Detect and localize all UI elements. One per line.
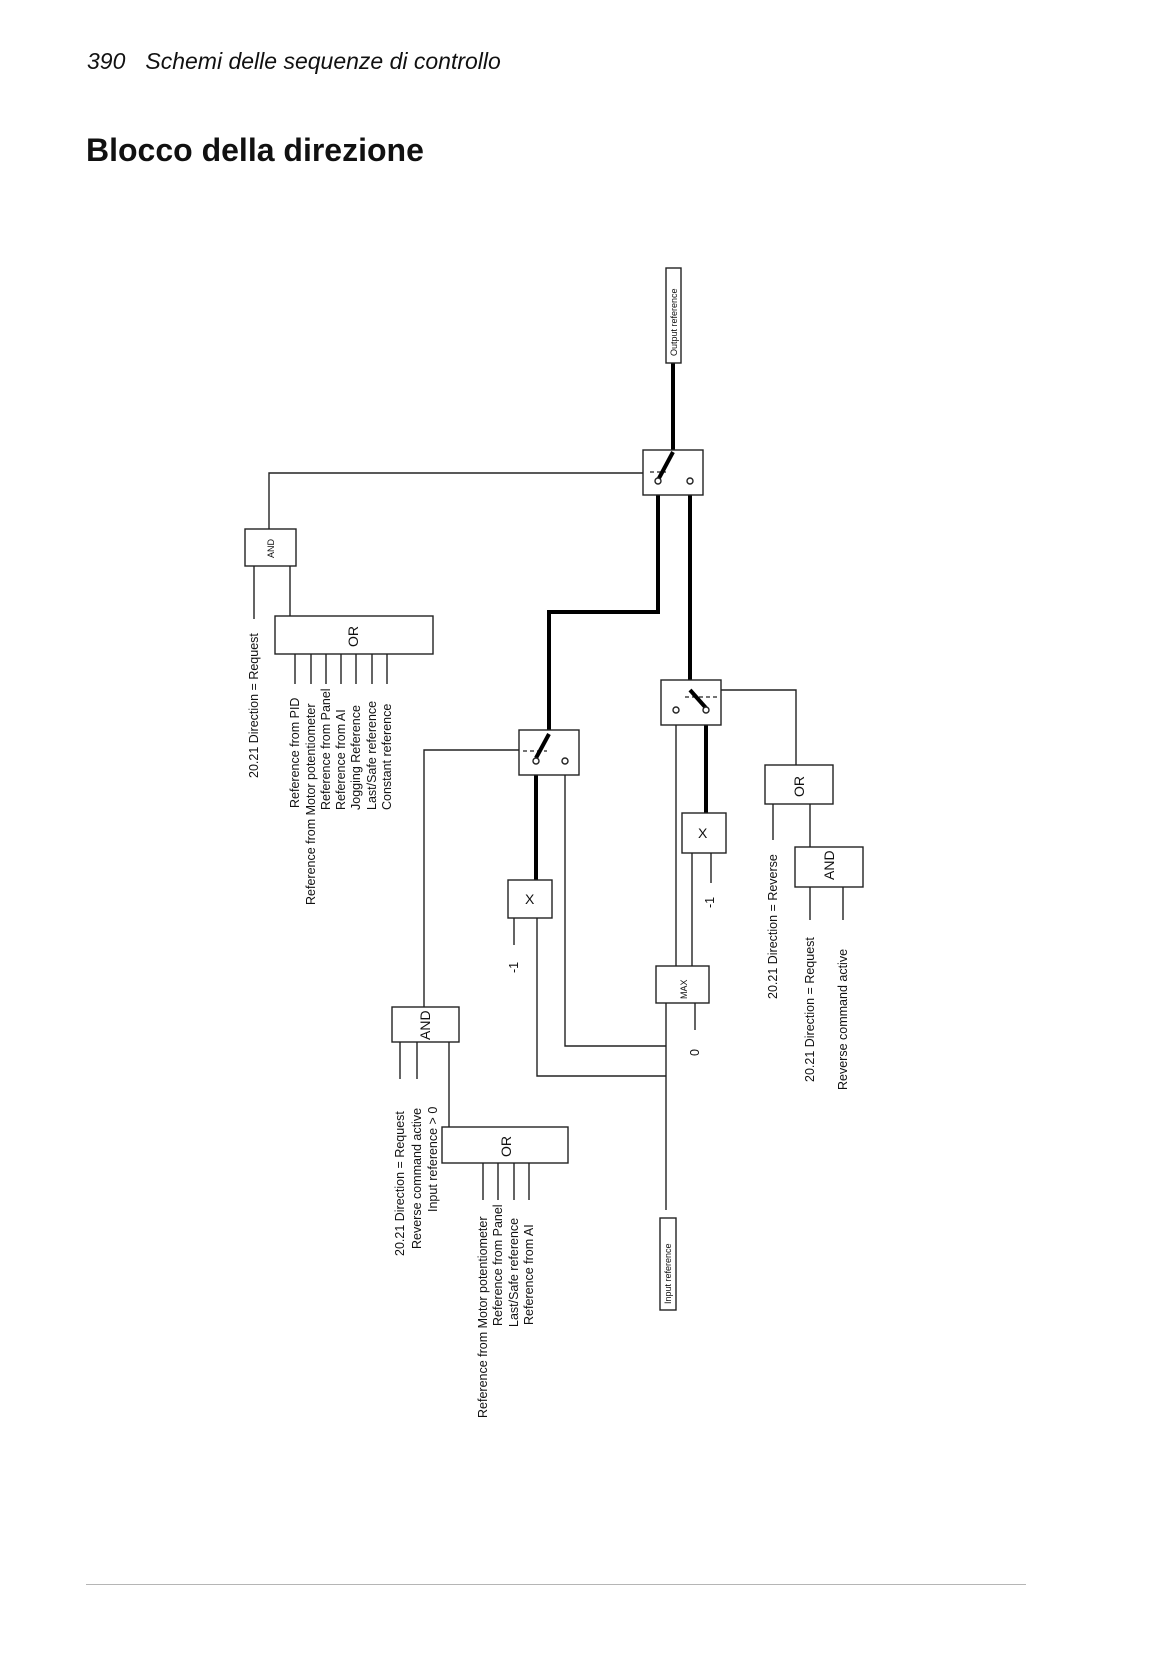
top-or-input-ai: Reference from AI	[334, 709, 348, 810]
mid-and-input-ref-positive: Input reference > 0	[426, 1107, 440, 1212]
top-or-label: OR	[345, 626, 361, 647]
mid-and-input-reverse: Reverse command active	[410, 1108, 424, 1249]
wire-right-and-inputs	[809, 887, 844, 920]
footer-rule	[86, 1584, 1026, 1585]
mid-and-input-request: 20.21 Direction = Request	[393, 1111, 407, 1256]
max-label: MAX	[679, 979, 689, 999]
top-and-label: AND	[266, 538, 276, 558]
right-multiplier-label: X	[698, 825, 708, 841]
max-block: MAX	[655, 965, 710, 1004]
right-and-label: AND	[821, 850, 837, 880]
right-multiplier-const: -1	[703, 897, 717, 908]
top-or-input-constant: Constant reference	[380, 704, 394, 810]
wire-input-to-left-mult	[536, 918, 666, 1077]
max-const: 0	[688, 1049, 702, 1056]
top-or-input-pid: Reference from PID	[288, 698, 302, 808]
mid-or-input-motor-pot: Reference from Motor potentiometer	[476, 1217, 490, 1418]
active-path-lower-switch	[688, 480, 708, 710]
top-request-label: 20.21 Direction = Request	[247, 633, 261, 778]
mid-or-block: OR	[441, 1126, 569, 1164]
wire-top-or-inputs	[294, 654, 388, 684]
page-header: 390 Schemi delle sequenze di controllo	[87, 48, 501, 75]
wire-mid-or-inputs	[482, 1163, 530, 1200]
mid-or-input-last-safe: Last/Safe reference	[507, 1218, 521, 1327]
right-and-input-reverse: Reverse command active	[836, 949, 850, 1090]
mid-or-input-panel: Reference from Panel	[491, 1204, 505, 1326]
right-or-label: OR	[791, 776, 807, 797]
input-reference-label: Input reference	[663, 1243, 673, 1304]
right-or-block: OR	[764, 764, 834, 805]
left-multiplier-block: X	[507, 879, 553, 919]
top-or-input-jogging: Jogging Reference	[349, 705, 363, 810]
left-multiplier-label: X	[525, 891, 535, 907]
mid-or-input-ai: Reference from AI	[522, 1224, 536, 1325]
top-switch	[642, 449, 704, 496]
output-reference-label: Output reference	[669, 288, 679, 356]
top-or-input-last-safe: Last/Safe reference	[365, 701, 379, 810]
middle-switch	[518, 729, 580, 776]
page-title: Blocco della direzione	[86, 132, 424, 168]
top-or-block: OR	[274, 615, 434, 655]
output-reference-block: Output reference	[665, 267, 682, 364]
section-title: Schemi delle sequenze di controllo	[145, 48, 501, 74]
active-path-top-switch-left	[534, 480, 660, 748]
mid-or-label: OR	[498, 1136, 514, 1157]
top-or-input-motor-pot: Reference from Motor potentiometer	[304, 704, 318, 905]
top-or-input-panel: Reference from Panel	[319, 688, 333, 810]
wire-top-and-to-top-switch	[268, 472, 643, 529]
top-and-block: AND	[244, 528, 297, 567]
wire-right-or-to-lower-switch	[706, 689, 797, 765]
mid-and-block: AND	[391, 1006, 460, 1043]
input-reference-block: Input reference	[659, 1217, 677, 1311]
wire-input-to-mid-switch	[564, 770, 666, 1047]
right-multiplier-block: X	[681, 812, 727, 854]
right-and-input-request: 20.21 Direction = Request	[803, 937, 817, 1082]
right-or-input-reverse: 20.21 Direction = Reverse	[766, 854, 780, 999]
page-number: 390	[87, 48, 126, 74]
lower-switch	[660, 679, 722, 726]
mid-and-label: AND	[417, 1010, 433, 1040]
right-and-block: AND	[794, 846, 864, 888]
left-multiplier-const: -1	[507, 962, 521, 973]
wire-mid-and-inputs	[399, 1042, 418, 1079]
wire-mid-and-to-mid-switch	[423, 749, 531, 1007]
